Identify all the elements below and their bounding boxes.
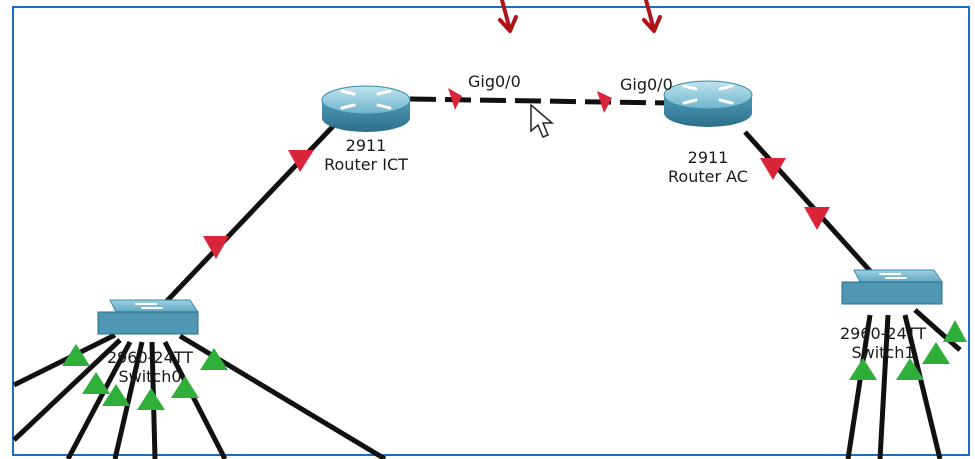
switch1-label: 2960-24TT Switch1 xyxy=(828,324,938,362)
switch1-name: Switch1 xyxy=(851,343,915,362)
router-icon[interactable] xyxy=(321,85,411,132)
link-down-icon xyxy=(804,207,830,230)
link-down-icon xyxy=(597,91,612,113)
switch-icon[interactable] xyxy=(841,269,943,305)
link-up-icon xyxy=(200,348,228,370)
cable-router-ict-router-ac[interactable] xyxy=(409,96,669,106)
switch1-access-cables[interactable] xyxy=(845,308,962,459)
switch0-name: Switch0 xyxy=(118,367,182,386)
link-down-icon xyxy=(760,158,786,180)
link-up-icon xyxy=(171,376,199,398)
router-icon[interactable] xyxy=(663,80,753,127)
router-ict-label: 2911 Router ICT xyxy=(311,136,421,174)
link-up-icon xyxy=(943,320,967,342)
link-up-icon xyxy=(137,388,165,410)
link-down-icon xyxy=(448,88,462,110)
router-ac-model: 2911 xyxy=(687,148,729,167)
link-up-icon xyxy=(896,358,924,380)
link-up-icon xyxy=(82,372,110,394)
link-down-icon xyxy=(203,236,229,259)
link-up-icon xyxy=(849,358,877,380)
mouse-pointer-icon xyxy=(530,103,555,138)
router-ict-model: 2911 xyxy=(345,136,387,155)
router-ac-name: Router AC xyxy=(668,167,748,186)
switch0-label: 2960-24TT Switch0 xyxy=(95,348,205,386)
switch1-model: 2960-24TT xyxy=(839,324,927,343)
link-up-icon xyxy=(62,344,90,366)
link-status-markers xyxy=(62,88,967,410)
link-up-icon xyxy=(102,384,130,406)
link-down-icon xyxy=(288,150,314,172)
router-ac-label: 2911 Router AC xyxy=(653,148,763,186)
port-label-router-ac: Gig0/0 xyxy=(620,75,673,94)
link-up-icon xyxy=(922,342,950,364)
switch0-model: 2960-24TT xyxy=(106,348,194,367)
annotation-arrow-icon xyxy=(642,0,662,33)
port-label-router-ict: Gig0/0 xyxy=(468,72,521,91)
router-ict-name: Router ICT xyxy=(324,155,408,174)
switch0-access-cables[interactable] xyxy=(12,332,387,459)
topology-workspace[interactable] xyxy=(12,6,970,456)
switch-icon[interactable] xyxy=(97,299,199,335)
annotation-arrow-icon xyxy=(498,0,518,33)
